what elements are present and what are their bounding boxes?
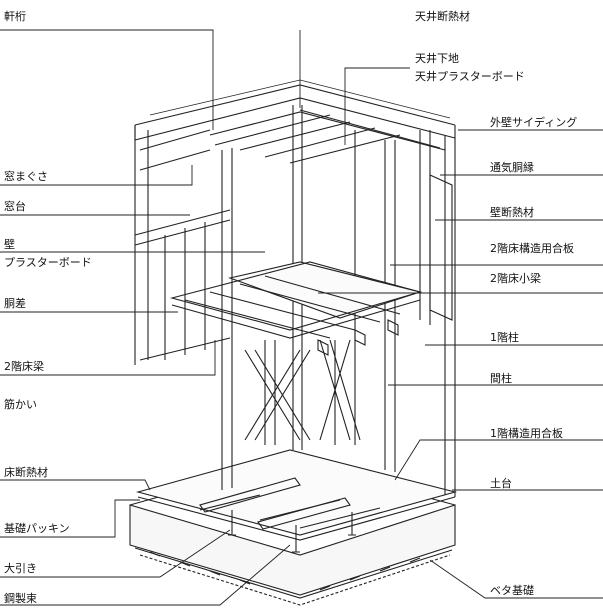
label-tenjo-plaster: 天井プラスターボード <box>415 70 525 83</box>
label-mabashira: 間柱 <box>490 372 512 385</box>
label-gaiheki-siding: 外壁サイディング <box>490 116 578 129</box>
label-dodai: 土台 <box>490 477 512 490</box>
label-kai2-kobari: 2階床小梁 <box>490 272 541 285</box>
label-nokigeta: 軒桁 <box>4 10 26 23</box>
label-kai2-yukabari: 2階床梁 <box>4 360 44 373</box>
label-tenjo-dannetsu: 天井断熱材 <box>415 10 470 23</box>
label-tsuki-dobuchi: 通気胴縁 <box>490 161 534 174</box>
ceiling-joists <box>209 109 446 164</box>
label-tenjo-shitaji: 天井下地 <box>415 52 459 65</box>
steel-posts <box>228 510 356 553</box>
right-wall <box>384 130 456 497</box>
label-kiso-packing: 基礎パッキン <box>4 522 70 535</box>
label-madodai: 窓台 <box>4 200 26 213</box>
label-madomagusa: 窓まぐさ <box>4 170 48 183</box>
label-yuka-dannetsu: 床断熱材 <box>4 466 48 479</box>
label-kabe-dannetsu: 壁断熱材 <box>490 206 534 219</box>
braces <box>244 339 361 445</box>
label-sujikai: 筋かい <box>4 398 37 411</box>
label-kai2-goban: 2階床構造用合板 <box>490 242 574 255</box>
label-kabe: 壁 <box>4 238 15 251</box>
label-kai1-hashira: 1階柱 <box>490 331 519 344</box>
label-kabe-plaster: プラスターボード <box>4 256 92 269</box>
label-dosashi: 胴差 <box>4 297 26 310</box>
second-floor <box>169 261 423 356</box>
label-kosei-tsuka: 鋼製束 <box>4 592 37 605</box>
first-floor <box>135 449 458 541</box>
label-beta-kiso: ベタ基礎 <box>490 584 534 597</box>
label-kai1-goban: 1階構造用合板 <box>490 427 563 440</box>
label-obiki: 大引き <box>4 562 37 575</box>
leader-lines <box>0 29 603 606</box>
